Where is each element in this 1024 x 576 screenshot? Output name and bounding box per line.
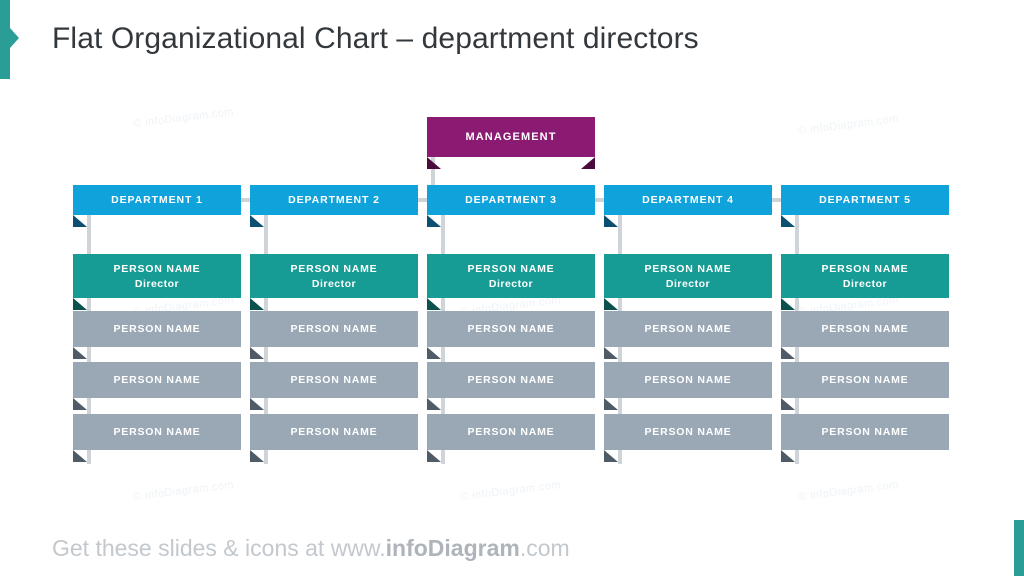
director-box-1[interactable]: PERSON NAME Director bbox=[73, 254, 241, 310]
director-box-2[interactable]: PERSON NAME Director bbox=[250, 254, 418, 310]
department-box-2-ribbon-tail-left bbox=[250, 215, 264, 227]
member-box-4-3-ribbon-tail-left bbox=[604, 450, 618, 462]
department-box-4[interactable]: DEPARTMENT 4 bbox=[604, 185, 772, 227]
director-box-5[interactable]: PERSON NAME Director bbox=[781, 254, 949, 310]
member-box-5-2-line1: PERSON NAME bbox=[821, 374, 909, 386]
director-box-1-line2: Director bbox=[134, 277, 180, 290]
director-box-4-ribbon-tail-left bbox=[604, 298, 618, 310]
director-box-3[interactable]: PERSON NAME Director bbox=[427, 254, 595, 310]
member-box-2-3[interactable]: PERSON NAME bbox=[250, 414, 418, 462]
director-box-3-line1: PERSON NAME bbox=[467, 262, 555, 275]
member-box-2-2[interactable]: PERSON NAME bbox=[250, 362, 418, 410]
member-box-1-3-line1: PERSON NAME bbox=[113, 426, 201, 438]
member-box-1-3[interactable]: PERSON NAME bbox=[73, 414, 241, 462]
member-box-1-3-ribbon-tail-left bbox=[73, 450, 87, 462]
management-box-line1: MANAGEMENT bbox=[465, 131, 557, 143]
member-box-1-1-line1: PERSON NAME bbox=[113, 323, 201, 335]
member-box-2-2-ribbon-tail-left bbox=[250, 398, 264, 410]
accent-bar-right bbox=[1014, 520, 1024, 576]
member-box-3-1[interactable]: PERSON NAME bbox=[427, 311, 595, 359]
director-box-2-ribbon-tail-left bbox=[250, 298, 264, 310]
member-box-4-2-ribbon-tail-left bbox=[604, 398, 618, 410]
footer-prefix: Get these slides & icons at www. bbox=[52, 535, 386, 561]
member-box-2-2-line1: PERSON NAME bbox=[290, 374, 378, 386]
department-box-5-line1: DEPARTMENT 5 bbox=[819, 194, 911, 206]
director-box-1-line1: PERSON NAME bbox=[113, 262, 201, 275]
director-box-2-line1: PERSON NAME bbox=[290, 262, 378, 275]
management-box-ribbon-tail-left bbox=[427, 157, 441, 169]
member-box-1-1[interactable]: PERSON NAME bbox=[73, 311, 241, 359]
member-box-5-1[interactable]: PERSON NAME bbox=[781, 311, 949, 359]
member-box-1-2-ribbon-tail-left bbox=[73, 398, 87, 410]
member-box-5-3-ribbon-tail-left bbox=[781, 450, 795, 462]
member-box-4-1-ribbon-tail-left bbox=[604, 347, 618, 359]
member-box-4-1-line1: PERSON NAME bbox=[644, 323, 732, 335]
member-box-3-2[interactable]: PERSON NAME bbox=[427, 362, 595, 410]
watermark-6: © infoDiagram.com bbox=[132, 478, 235, 504]
member-box-3-1-ribbon-tail-left bbox=[427, 347, 441, 359]
department-box-1-ribbon-tail-left bbox=[73, 215, 87, 227]
watermark-1: © infoDiagram.com bbox=[132, 105, 235, 131]
footer-brand: infoDiagram bbox=[385, 535, 520, 561]
watermark-2: © infoDiagram.com bbox=[797, 112, 900, 138]
member-box-5-1-ribbon-tail-left bbox=[781, 347, 795, 359]
member-box-3-1-line1: PERSON NAME bbox=[467, 323, 555, 335]
director-box-5-ribbon-tail-left bbox=[781, 298, 795, 310]
member-box-5-2-ribbon-tail-left bbox=[781, 398, 795, 410]
director-box-5-line2: Director bbox=[842, 277, 888, 290]
department-box-2-line1: DEPARTMENT 2 bbox=[288, 194, 380, 206]
member-box-1-2[interactable]: PERSON NAME bbox=[73, 362, 241, 410]
member-box-1-1-ribbon-tail-left bbox=[73, 347, 87, 359]
member-box-4-2[interactable]: PERSON NAME bbox=[604, 362, 772, 410]
department-box-1-line1: DEPARTMENT 1 bbox=[111, 194, 203, 206]
member-box-3-2-line1: PERSON NAME bbox=[467, 374, 555, 386]
connector-vertical-management bbox=[431, 157, 435, 200]
department-box-3-ribbon-tail-left bbox=[427, 215, 441, 227]
page-title: Flat Organizational Chart – department d… bbox=[52, 22, 699, 55]
member-box-5-3[interactable]: PERSON NAME bbox=[781, 414, 949, 462]
director-box-1-ribbon-tail-left bbox=[73, 298, 87, 310]
department-box-3-line1: DEPARTMENT 3 bbox=[465, 194, 557, 206]
footer-credit: Get these slides & icons at www.infoDiag… bbox=[52, 535, 570, 562]
department-box-4-ribbon-tail-left bbox=[604, 215, 618, 227]
management-box[interactable]: MANAGEMENT bbox=[427, 117, 595, 169]
member-box-5-2[interactable]: PERSON NAME bbox=[781, 362, 949, 410]
department-box-1[interactable]: DEPARTMENT 1 bbox=[73, 185, 241, 227]
member-box-1-2-line1: PERSON NAME bbox=[113, 374, 201, 386]
director-box-4-line1: PERSON NAME bbox=[644, 262, 732, 275]
director-box-3-line2: Director bbox=[488, 277, 534, 290]
department-box-2[interactable]: DEPARTMENT 2 bbox=[250, 185, 418, 227]
member-box-5-1-line1: PERSON NAME bbox=[821, 323, 909, 335]
director-box-4[interactable]: PERSON NAME Director bbox=[604, 254, 772, 310]
department-box-5-ribbon-tail-left bbox=[781, 215, 795, 227]
director-box-2-line2: Director bbox=[311, 277, 357, 290]
accent-chevron-icon bbox=[10, 28, 19, 48]
accent-bar-left bbox=[0, 0, 10, 79]
watermark-7: © infoDiagram.com bbox=[459, 478, 562, 504]
member-box-3-2-ribbon-tail-left bbox=[427, 398, 441, 410]
director-box-4-line2: Director bbox=[665, 277, 711, 290]
director-box-3-ribbon-tail-left bbox=[427, 298, 441, 310]
member-box-4-3-line1: PERSON NAME bbox=[644, 426, 732, 438]
member-box-2-3-line1: PERSON NAME bbox=[290, 426, 378, 438]
member-box-4-1[interactable]: PERSON NAME bbox=[604, 311, 772, 359]
member-box-5-3-line1: PERSON NAME bbox=[821, 426, 909, 438]
member-box-3-3-line1: PERSON NAME bbox=[467, 426, 555, 438]
member-box-3-3-ribbon-tail-left bbox=[427, 450, 441, 462]
member-box-2-1[interactable]: PERSON NAME bbox=[250, 311, 418, 359]
department-box-4-line1: DEPARTMENT 4 bbox=[642, 194, 734, 206]
watermark-8: © infoDiagram.com bbox=[797, 478, 900, 504]
department-box-5[interactable]: DEPARTMENT 5 bbox=[781, 185, 949, 227]
footer-suffix: .com bbox=[519, 535, 570, 561]
management-box-ribbon-tail-right bbox=[581, 157, 595, 169]
director-box-5-line1: PERSON NAME bbox=[821, 262, 909, 275]
member-box-3-3[interactable]: PERSON NAME bbox=[427, 414, 595, 462]
member-box-2-1-line1: PERSON NAME bbox=[290, 323, 378, 335]
member-box-4-3[interactable]: PERSON NAME bbox=[604, 414, 772, 462]
member-box-4-2-line1: PERSON NAME bbox=[644, 374, 732, 386]
member-box-2-1-ribbon-tail-left bbox=[250, 347, 264, 359]
member-box-2-3-ribbon-tail-left bbox=[250, 450, 264, 462]
department-box-3[interactable]: DEPARTMENT 3 bbox=[427, 185, 595, 227]
